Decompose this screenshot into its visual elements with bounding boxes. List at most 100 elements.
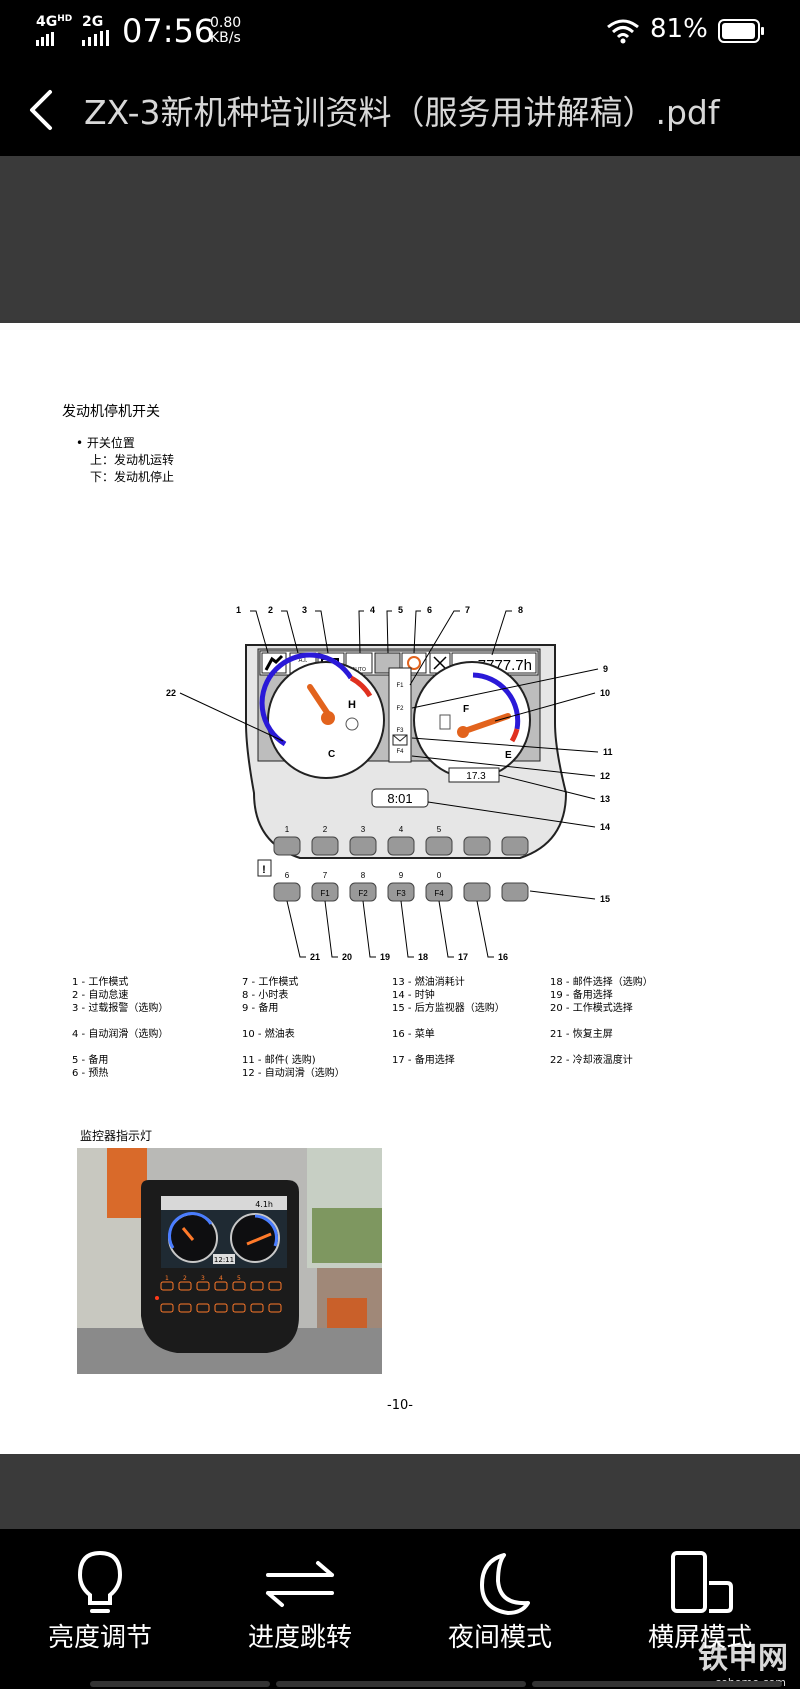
bullet-line-1: 上：发动机运转 xyxy=(90,453,175,467)
svg-text:1: 1 xyxy=(165,1275,169,1282)
svg-text:F3: F3 xyxy=(396,889,406,898)
watermark: 铁甲网 xyxy=(698,1641,788,1676)
signal-icon xyxy=(36,32,54,46)
svg-text:4.1h: 4.1h xyxy=(255,1200,273,1209)
photo-caption: 监控器指示灯 xyxy=(80,1129,153,1143)
svg-text:19: 19 xyxy=(380,952,390,962)
svg-text:20: 20 xyxy=(342,952,352,962)
moon-icon xyxy=(480,1553,530,1615)
svg-text:13: 13 xyxy=(600,794,610,804)
switch-position-list: • 开关位置 上：发动机运转 下：发动机停止 xyxy=(76,435,174,486)
monitor-photo-image: 4.1h 12:11 1 2 3 4 5 xyxy=(77,1148,382,1374)
svg-text:22: 22 xyxy=(166,688,176,698)
monitor-diagram: A.I. AUTO 7777.7h H C F1 F2 F3 F4 xyxy=(166,605,613,962)
night-mode-label: 夜间模式 xyxy=(447,1623,552,1653)
auto-text: AUTO xyxy=(352,667,366,673)
page-gap-top xyxy=(0,156,800,323)
svg-text:5: 5 xyxy=(398,605,403,615)
svg-text:5: 5 xyxy=(437,825,442,834)
svg-text:2: 2 xyxy=(183,1275,187,1282)
coolant-arc-blue xyxy=(259,652,354,747)
svg-text:3: 3 xyxy=(201,1275,205,1282)
svg-text:5: 5 xyxy=(237,1275,241,1282)
svg-text:21: 21 xyxy=(310,952,320,962)
svg-text:4: 4 xyxy=(219,1275,223,1282)
bullet-line-2: 下：发动机停止 xyxy=(90,470,175,484)
page-gap-bottom xyxy=(0,1454,800,1529)
svg-text:0: 0 xyxy=(437,871,442,880)
coolant-arc-red xyxy=(349,675,373,698)
svg-text:16: 16 xyxy=(498,952,508,962)
gauge-f: F xyxy=(463,704,469,715)
svg-text:10: 10 xyxy=(600,688,610,698)
landscape-mode-label: 横屏模式 xyxy=(647,1623,752,1653)
landscape-mode-button[interactable]: 横屏模式 xyxy=(600,1529,800,1689)
rotate-phone-icon xyxy=(671,1551,733,1613)
warning-icon xyxy=(257,859,272,877)
svg-text:3: 3 xyxy=(361,825,366,834)
svg-text:14: 14 xyxy=(600,822,610,832)
app-header: ZX-3新机种培训资料（服务用讲解稿）.pdf xyxy=(0,64,800,156)
svg-text:F2: F2 xyxy=(396,706,404,712)
fuel-rate-value: 17.3 xyxy=(466,771,486,782)
brightness-label: 亮度调节 xyxy=(47,1623,152,1653)
svg-text:3: 3 xyxy=(302,605,307,615)
svg-text:2: 2 xyxy=(268,605,273,615)
svg-text:4: 4 xyxy=(399,825,404,834)
svg-text:8: 8 xyxy=(518,605,523,615)
clock-value: 8:01 xyxy=(387,791,412,806)
pdf-page[interactable]: 发动机停机开关 • 开关位置 上：发动机运转 下：发动机停止 A.I. AUTO… xyxy=(0,323,800,1454)
svg-text:F2: F2 xyxy=(358,889,368,898)
svg-text:7: 7 xyxy=(465,605,470,615)
legend-col-4: 18 - 邮件选择（选购）19 - 备用选择 20 - 工作模式选择 21 - … xyxy=(550,977,653,1066)
side-function-strip xyxy=(388,667,412,763)
progress-jump-label: 进度跳转 xyxy=(247,1623,352,1653)
svg-text:F1: F1 xyxy=(320,889,330,898)
document-title: ZX-3新机种培训资料（服务用讲解稿）.pdf xyxy=(84,93,720,132)
clock: 07:56 xyxy=(122,12,215,50)
svg-text:2: 2 xyxy=(323,825,328,834)
svg-text:F4: F4 xyxy=(396,749,404,755)
back-button[interactable] xyxy=(20,84,70,136)
progress-jump-button[interactable]: 进度跳转 xyxy=(200,1529,400,1689)
svg-text:9: 9 xyxy=(603,664,608,674)
svg-text:F3: F3 xyxy=(396,728,404,734)
network-4g: 4GHD xyxy=(36,14,73,30)
bottom-toolbar: 亮度调节 进度跳转 夜间模式 横屏模式 铁甲网 cehome.com xyxy=(0,1529,800,1689)
bottom-button-row: 6 7 8 9 0 F1 F2 F3 F4 xyxy=(273,871,529,902)
battery-icon xyxy=(718,19,764,43)
night-mode-button[interactable]: 夜间模式 xyxy=(400,1529,600,1689)
scrollbar-segment-1 xyxy=(90,1681,270,1687)
svg-text:1: 1 xyxy=(236,605,241,615)
svg-text:15: 15 xyxy=(600,894,610,904)
thermometer-icon xyxy=(345,717,359,731)
svg-text:12:11: 12:11 xyxy=(214,1256,234,1264)
svg-text:4: 4 xyxy=(370,605,375,615)
svg-text:6: 6 xyxy=(427,605,432,615)
scrollbar-segment-3 xyxy=(532,1681,782,1687)
bullet-title: • 开关位置 xyxy=(76,436,135,450)
brightness-button[interactable]: 亮度调节 xyxy=(0,1529,200,1689)
svg-text:9: 9 xyxy=(399,871,404,880)
page-number: -10- xyxy=(387,1398,413,1413)
svg-text:12: 12 xyxy=(600,771,610,781)
section-heading: 发动机停机开关 xyxy=(62,404,160,420)
battery-percent: 81% xyxy=(650,14,708,44)
svg-text:!: ! xyxy=(262,864,266,876)
callout-numbers: 1 2 3 4 5 6 7 8 9 10 11 12 13 14 15 21 2… xyxy=(166,605,613,962)
svg-text:6: 6 xyxy=(285,871,290,880)
fuel-needle xyxy=(459,713,511,735)
top-button-row: 1 2 3 4 5 xyxy=(273,825,529,856)
callout-leaders xyxy=(179,610,599,958)
clock-box xyxy=(371,788,429,808)
gauge-h: H xyxy=(348,699,356,711)
svg-text:F1: F1 xyxy=(396,683,404,689)
fuel-gauge xyxy=(413,661,531,779)
lightbulb-icon xyxy=(77,1550,123,1613)
back-arrow-icon xyxy=(30,90,52,130)
svg-text:11: 11 xyxy=(603,747,613,757)
